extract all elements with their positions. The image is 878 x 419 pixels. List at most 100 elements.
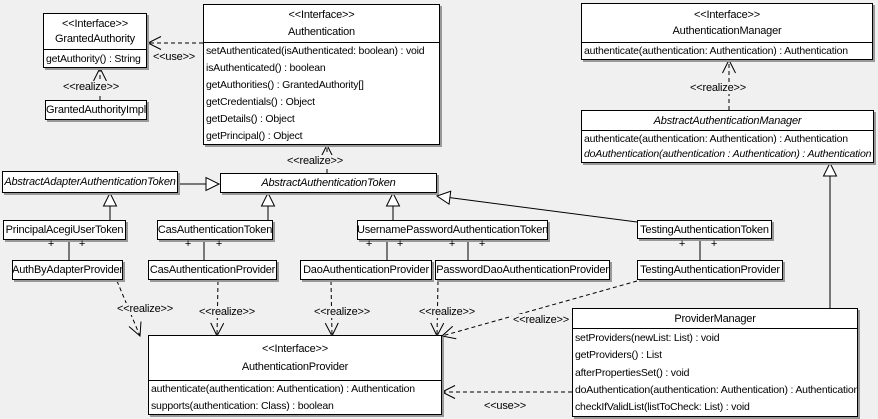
class-name: CasAuthenticationToken [158,224,272,236]
open-arrowhead [440,325,457,340]
class-authentication-manager: <<Interface>> AuthenticationManager authen… [581,3,873,60]
method-row: getProviders() : List [575,349,662,362]
method-row: getCredentials() : Object [206,95,315,108]
class-title: AuthByAdapterProvider [13,261,122,279]
multiplicity-label: + [215,238,223,250]
class-title: AbstractAdapterAuthenticationToken [3,172,177,192]
method-row: doAuthentication(authentication : Authen… [584,148,872,161]
hollow-triangle-arrowhead [385,191,401,207]
class-title: <<Interface>>GrantedAuthority [44,14,146,49]
class-name: GrantedAuthorityImpl [46,104,146,116]
class-name: AuthByAdapterProvider [13,264,122,276]
class-title: <<Interface>> Authentication [204,5,439,42]
method-row: authenticate(authentication: Authenticat… [584,45,848,57]
class-principal-acegi-user-token: PrincipalAcegiUserToken [3,220,126,240]
realize-password-dao-provider [436,280,439,337]
method-row: getDetails() : Object [206,112,295,125]
class-abstract-authentication-token: AbstractAuthenticationToken [220,173,437,193]
class-title: UsernamePasswordAuthenticationToken [358,221,547,239]
class-name: TestingAuthenticationToken [640,223,769,236]
open-arrowhead [128,321,142,338]
stereotype-realize-label: <<realize>> [512,314,570,326]
hollow-triangle-arrowhead [205,176,221,192]
methods-compartment: setProviders(newList: List) : void getPro… [573,328,857,416]
multiplicity-label: + [478,238,486,250]
class-abstract-authentication-manager: AbstractAuthenticationManager authenticat… [581,110,874,163]
class-title: CasAuthenticationToken [158,221,272,239]
method-row: setProviders(newList: List) : void [575,331,720,344]
class-password-dao-authentication-provider: PasswordDaoAuthenticationProvider [435,260,610,280]
open-arrowhead [320,143,334,159]
stereotype-realize-label: <<realize>> [62,81,120,93]
method-row: getPrincipal() : Object [206,129,303,142]
method-row: supports(authentication: Class) : boolea… [151,399,334,412]
method-row: getAuthority() : String [46,52,141,65]
stereotype-realize-label: <<realize>> [198,306,256,318]
class-title: <<Interface>> AuthenticationManager [582,4,872,42]
class-granted-authority-impl: GrantedAuthorityImpl [45,100,147,120]
class-auth-by-adapter-provider: AuthByAdapterProvider [12,260,123,280]
stereotype-label: <<Interface>> [694,8,760,21]
multiplicity-label: + [448,238,456,250]
stereotype-use-label: <<use>> [151,51,197,63]
stereotype-realize-label: <<realize>> [116,303,174,315]
hollow-triangle-arrowhead [102,191,118,207]
method-row: doAuthentication(authentication: Authent… [575,383,857,396]
class-name: CasAuthenticationProvider [149,264,276,276]
method-row: setAuthenticated(isAuthenticated: boolea… [206,45,425,58]
class-username-password-authentication-token: UsernamePasswordAuthenticationToken [357,220,548,240]
class-provider-manager: ProviderManager setProviders(newList: Lis… [572,308,858,417]
class-title: TestingAuthenticationToken [638,221,771,238]
class-title: AbstractAuthenticationManager [582,111,873,130]
open-arrowhead [440,385,456,399]
class-testing-authentication-token: TestingAuthenticationToken [637,220,772,239]
method-row: checkIfValidList(listToCheck: List) : vo… [575,401,750,414]
generalization-testing-token [449,197,638,223]
hollow-triangle-arrowhead [822,161,838,177]
class-abstract-adapter-authentication-token: AbstractAdapterAuthenticationToken [2,171,178,193]
stereotype-realize-label: <<realize>> [286,155,344,167]
class-name: PrincipalAcegiUserToken [5,224,124,236]
class-name: AuthenticationManager [672,25,782,38]
class-name: AbstractAdapterAuthenticationToken [4,176,176,188]
open-arrowhead [93,66,107,82]
class-granted-authority: <<Interface>>GrantedAuthority getAuthorit… [43,13,147,68]
class-title: GrantedAuthorityImpl [46,101,146,119]
class-name: ProviderManager [674,312,756,325]
class-authentication-provider: <<Interface>> AuthenticationProvider authe… [148,335,442,415]
stereotype-use-label: <<use>> [482,400,528,412]
class-title: ProviderManager [573,309,857,328]
hollow-triangle-arrowhead [260,191,276,207]
method-row: getAuthorities() : GrantedAuthority[] [206,79,364,92]
multiplicity-label: + [710,238,718,250]
method-row: authenticate(authentication: Authenticat… [584,132,848,145]
multiplicity-label: + [365,238,373,250]
multiplicity-label: + [678,238,686,250]
class-title: PrincipalAcegiUserToken [4,221,125,239]
class-name: AbstractAuthenticationManager [653,114,802,127]
stereotype-label: <<Interface>> [288,9,355,22]
stereotype-label: <<Interface>> [262,342,328,355]
class-name: DaoAuthenticationProvider [303,264,429,276]
stereotype-realize-label: <<realize>> [418,306,476,318]
class-name: Authentication [288,25,355,38]
multiplicity-label: + [396,238,404,250]
multiplicity-label: + [184,238,192,250]
stereotype-realize-label: <<realize>> [689,82,747,94]
class-name: UsernamePasswordAuthenticationToken [358,224,547,236]
class-cas-authentication-provider: CasAuthenticationProvider [148,260,277,280]
methods-compartment: authenticate(authentication: Authenticat… [582,130,873,162]
stereotype-realize-label: <<realize>> [313,306,371,318]
class-title: <<Interface>> AuthenticationProvider [149,336,441,380]
class-name: AuthenticationProvider [241,361,349,374]
methods-compartment: authenticate(authentication: Authenticat… [582,42,872,59]
realize-dao-authentication-provider [330,280,333,337]
class-title: CasAuthenticationProvider [149,261,276,279]
methods-compartment: authenticate(authentication: Authenticat… [149,380,441,414]
stereotype-label: <<Interface>> [62,17,128,30]
open-arrowhead [146,36,162,50]
class-title: TestingAuthenticationProvider [638,261,782,279]
class-dao-authentication-provider: DaoAuthenticationProvider [300,260,432,280]
class-name: PasswordDaoAuthenticationProvider [436,264,609,276]
